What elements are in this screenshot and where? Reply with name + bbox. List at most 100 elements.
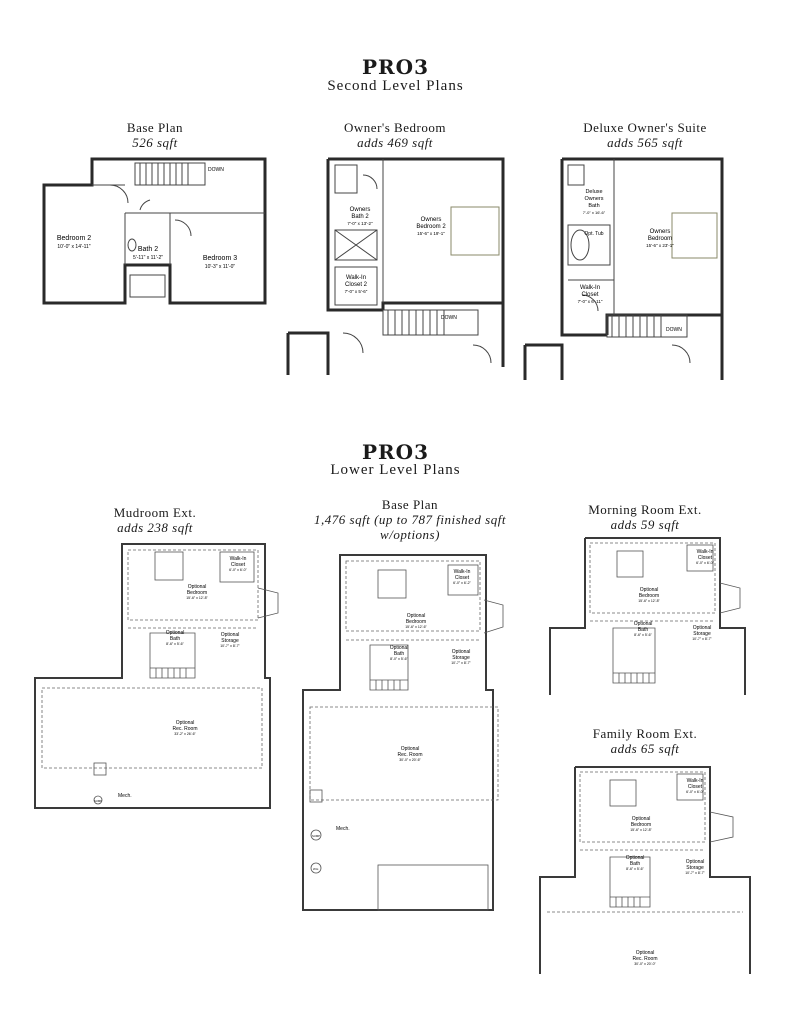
room-dim-closet: 7'-0" x 6'-11" (578, 299, 603, 304)
room-label-optional: Optional (221, 632, 240, 638)
second-level-model-title: PRO3 (362, 55, 429, 79)
room-dim-bedroom: 15'-6" x 12'-8" (186, 596, 208, 600)
floor-plan-morning-room-ext: Walk-In Closet 6'-0" x 6'-0" Optional Be… (549, 537, 746, 695)
plan-name: Owner's Bedroom (344, 120, 446, 135)
plan-name: Morning Room Ext. (588, 502, 702, 517)
floor-plan-mudroom-ext: Walk-In Closet 6'-0" x 6'-0" Optional Be… (34, 543, 279, 809)
room-label-optional: Optional (401, 746, 420, 752)
room-label-walk-in: Walk-In (687, 778, 704, 784)
room-dim-deluxe-bath: 7'-0" x 16'-6" (583, 210, 606, 215)
room-label-mech: Mech. (118, 793, 132, 799)
room-label-optional: Optional (626, 855, 645, 861)
fixture-label-water-heater: W.H. (313, 867, 319, 871)
plan-caption-base-lower: Base Plan 1,476 sqft (up to 787 finished… (300, 497, 520, 542)
room-dim-storage: 10'-7" x 8'-7" (685, 871, 705, 875)
room-label-deluxe-owners: Owners (585, 196, 604, 202)
room-dim-rec-room: 33'-2" x 26'-6" (174, 732, 196, 736)
plan-caption-morning-room-ext: Morning Room Ext. adds 59 sqft (575, 502, 715, 532)
plan-area: adds 59 sqft (610, 517, 680, 532)
room-label-mech: Mech. (336, 826, 350, 832)
stair-label-down: DOWN (208, 167, 224, 173)
plan-area: adds 469 sqft (357, 135, 433, 150)
plan-name: Deluxe Owner's Suite (583, 120, 707, 135)
room-label-optional: Optional (632, 816, 651, 822)
room-dim-bath: 8'-0" x 5'-6" (390, 657, 408, 661)
room-dim-closet: 6'-0" x 6'-0" (229, 568, 247, 572)
room-dim-owners-bedroom: 15'-6" x 23'-1" (646, 243, 674, 248)
room-label-optional: Optional (640, 587, 659, 593)
plan-name: Base Plan (126, 120, 184, 135)
plan-name: Family Room Ext. (592, 726, 698, 741)
second-level-heading: Second Level Plans (327, 78, 464, 94)
room-label-optional: Optional (452, 649, 471, 655)
plan-caption-mudroom-ext: Mudroom Ext. adds 238 sqft (90, 505, 220, 535)
room-label-storage: Storage (686, 865, 704, 871)
room-label-walk-in: Walk-In (580, 285, 600, 291)
room-dim-rec-room: 30'-0" x 20'-6" (399, 758, 421, 762)
floor-plan-base-second: Bedroom 2 10'-0" x 14'-11" Bath 2 5'-11"… (42, 157, 267, 305)
room-dim-bath: 8'-6" x 5'-6" (626, 867, 644, 871)
room-dim-closet: 6'-0" x 6'-0" (696, 561, 714, 565)
room-label-bath: Bath (394, 651, 405, 657)
plan-name: Mudroom Ext. (113, 505, 197, 520)
room-dim-closet-2: 7'-0" x 5'-6" (345, 289, 368, 294)
room-label-closet: Closet (231, 562, 246, 568)
room-dim-bedroom-3: 10'-3" x 11'-0" (205, 264, 236, 270)
plan-caption-deluxe-suite: Deluxe Owner's Suite adds 565 sqft (560, 120, 730, 150)
room-dim-bedroom: 15'-6" x 12'-8" (630, 828, 652, 832)
room-label-closet-2: Closet 2 (345, 282, 368, 288)
room-dim-bedroom: 15'-6" x 12'-8" (638, 599, 660, 603)
room-label-optional: Optional (636, 950, 655, 956)
room-label-deluxe-bath: Bath (588, 203, 599, 209)
room-label-optional: Optional (166, 630, 185, 636)
plan-caption-family-room-ext: Family Room Ext. adds 65 sqft (575, 726, 715, 756)
room-label-optional: Optional (176, 720, 195, 726)
room-label-rec-room: Rec. Room (632, 956, 657, 962)
room-label-opt-tub: Opt. Tub (584, 231, 603, 237)
room-label-walk-in: Walk-In (697, 549, 714, 555)
room-label-bath-2: Bath 2 (138, 246, 158, 253)
room-dim-storage: 10'-7" x 8'-7" (451, 661, 471, 665)
lower-level-model-title: PRO3 (362, 440, 429, 464)
floor-plan-base-lower: Walk-In Closet 6'-0" x 6'-2" Optional Be… (302, 554, 504, 911)
stair-label-down: DOWN (441, 315, 457, 321)
room-dim-storage: 10'-7" x 8'-7" (692, 637, 712, 641)
room-dim-bath: 8'-6" x 5'-6" (634, 633, 652, 637)
room-dim-closet: 6'-0" x 6'-2" (453, 581, 471, 585)
floor-plan-deluxe-suite: Deluxe Owners Bath 7'-0" x 16'-6" Opt. T… (523, 157, 724, 380)
room-label-owners-bedroom-2: Bedroom 2 (416, 224, 446, 230)
room-label-closet: Closet (455, 575, 470, 581)
plan-caption-owners-bedroom: Owner's Bedroom adds 469 sqft (320, 120, 470, 150)
room-label-owners-bath: Owners (350, 207, 371, 213)
room-label-bath: Bath (170, 636, 181, 642)
plan-area: adds 238 sqft (117, 520, 193, 535)
room-label-owners-bedroom: Owners (421, 217, 442, 223)
room-label-optional: Optional (686, 859, 705, 865)
room-dim-rec-room: 30'-0" x 20'-0" (634, 962, 656, 966)
room-label-bedroom: Bedroom (406, 619, 426, 625)
floor-plan-family-room-ext: Walk-In Closet 6'-0" x 6'-0" Optional Be… (539, 766, 751, 974)
plan-area: 1,476 sqft (up to 787 finished sqft w/op… (314, 512, 506, 542)
fixture-label-sump: SUMP (94, 799, 102, 803)
room-label-closet: Closet (698, 555, 713, 561)
room-dim-bath: 8'-6" x 5'-6" (166, 642, 184, 646)
room-dim-bath-2: 5'-11" x 11'-2" (133, 255, 163, 261)
room-label-walk-in: Walk-In (230, 556, 247, 562)
room-label-bedroom: Bedroom (631, 822, 651, 828)
room-label-bedroom-2: Bedroom 2 (57, 235, 91, 242)
room-label-optional: Optional (407, 613, 426, 619)
room-label-bedroom: Bedroom (639, 593, 659, 599)
room-label-rec-room: Rec. Room (172, 726, 197, 732)
room-dim-bedroom-2: 10'-0" x 14'-11" (57, 244, 90, 250)
room-dim-owners-bedroom: 15'-6" x 19'-1" (417, 231, 445, 236)
room-label-optional: Optional (188, 584, 207, 590)
room-label-bedroom-3: Bedroom 3 (203, 255, 237, 262)
room-dim-bedroom: 15'-6" x 12'-6" (405, 625, 427, 629)
room-label-walk-in: Walk-In (346, 275, 366, 281)
fixture-label-sump: SUMP (312, 834, 320, 838)
room-label-owners-bedroom: Bedroom (648, 236, 672, 242)
room-label-closet: Closet (688, 784, 703, 790)
room-label-bath: Bath (630, 861, 641, 867)
room-label-owners: Owners (650, 229, 671, 235)
room-label-storage: Storage (452, 655, 470, 661)
